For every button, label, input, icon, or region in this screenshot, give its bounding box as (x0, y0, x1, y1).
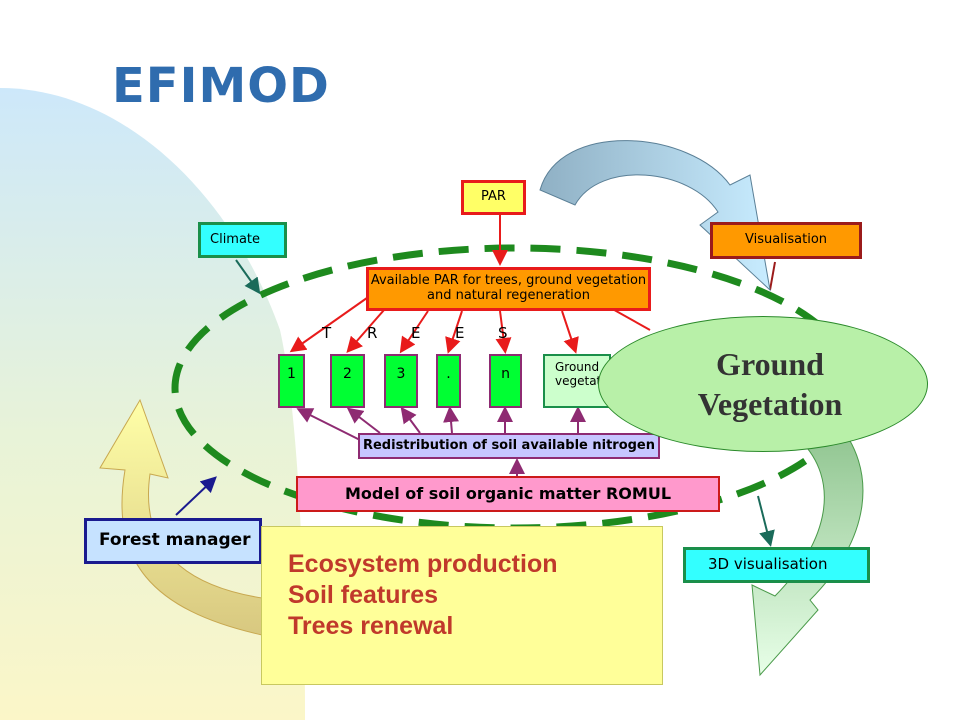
output-item: Ecosystem production (288, 550, 558, 578)
tree-box: 1 (278, 354, 305, 408)
output-item: Trees renewal (288, 612, 454, 640)
highlight-line-2: Vegetation (697, 386, 843, 422)
tree-box: n (489, 354, 522, 408)
tree-box: 2 (330, 354, 365, 408)
trees-letter: T (322, 324, 332, 342)
trees-letter: R (367, 324, 378, 342)
visualisation-box: Visualisation (710, 222, 862, 259)
tree-box: 3 (384, 354, 418, 408)
trees-letter: S (498, 324, 508, 342)
outputs-panel: Ecosystem production Soil features Trees… (261, 526, 663, 685)
ground-vegetation-highlight: Ground Vegetation (598, 316, 928, 452)
page-title: EFIMOD (112, 58, 330, 114)
output-item: Soil features (288, 581, 439, 609)
nitrogen-redistribution-box: Redistribution of soil available nitroge… (358, 433, 660, 459)
3d-visualisation-box: 3D visualisation (683, 547, 870, 583)
romul-model-box: Model of soil organic matter ROMUL (296, 476, 720, 512)
highlight-line-1: Ground (716, 346, 824, 382)
climate-box: Climate (198, 222, 287, 258)
par-box: PAR (461, 180, 526, 215)
curved-arrow-left (99, 398, 263, 636)
ground-vegetation-box: Ground vegetation (543, 354, 611, 408)
trees-letter: E (411, 324, 421, 342)
available-par-box: Available PAR for trees, ground vegetati… (366, 267, 651, 311)
curved-arrow-right (751, 419, 864, 677)
trees-letter: E (455, 324, 465, 342)
forest-manager-box: Forest manager (84, 518, 262, 564)
curved-arrow-top (539, 140, 771, 292)
tree-box: . (436, 354, 461, 408)
